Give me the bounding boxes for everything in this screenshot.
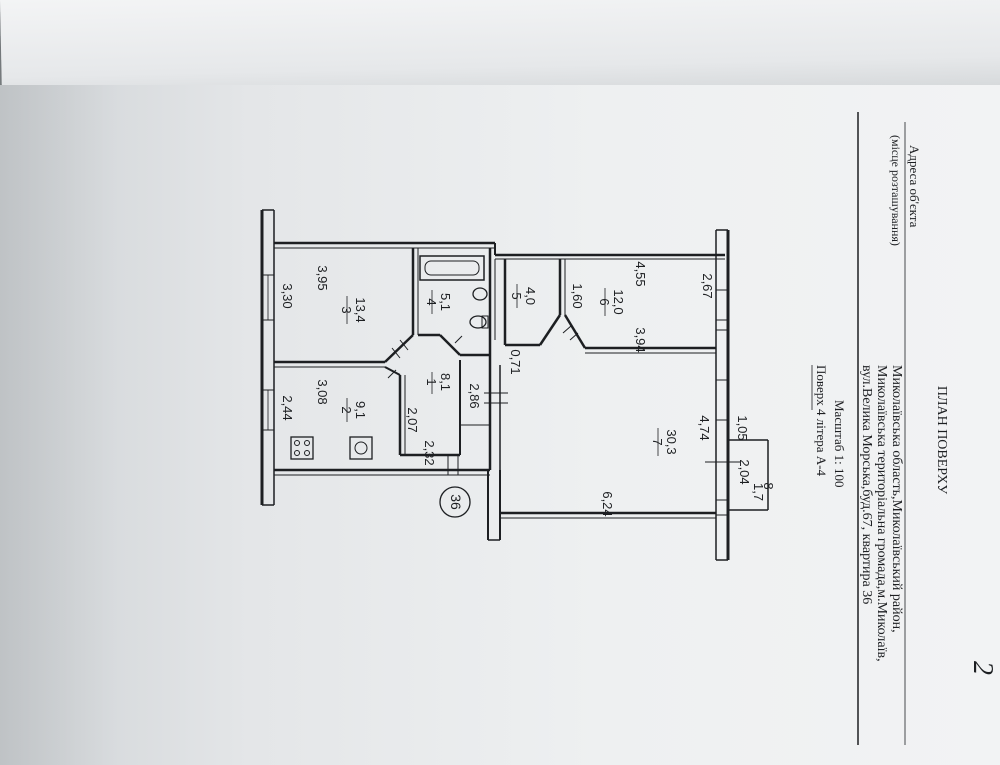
- room-labels: 3 13,4 2 9,1 4 5,1 1 8,1 5 4,0 6 12,0 7 …: [339, 284, 776, 501]
- room-6-area: 12,0: [611, 289, 626, 314]
- location-label-group: (місце розташування): [889, 135, 903, 246]
- room-8-number: 8: [761, 482, 776, 489]
- page-shadow: [0, 85, 120, 765]
- dimension-labels: 3,95 3,30 3,08 2,44 2,07 2,32 2,86 1,60 …: [280, 261, 752, 516]
- address-line-3-group: вул.Велика Морська,буд.67, квартира 36: [859, 365, 874, 604]
- address-label: Адреса об'єкта: [907, 145, 922, 228]
- dim-2-32: 2,32: [422, 440, 437, 465]
- sink-icon: [472, 287, 488, 301]
- dim-3-94: 3,94: [633, 327, 648, 352]
- scale-group: Масштаб 1: 100: [832, 400, 847, 487]
- room-4-area: 5,1: [438, 293, 453, 311]
- plan-title: ПЛАН ПОВЕРХУ: [934, 386, 949, 494]
- dim-3-08: 3,08: [315, 379, 330, 404]
- room-5-number: 5: [509, 292, 524, 299]
- wall-outline: [260, 209, 769, 561]
- apartment-number-circle: [439, 486, 471, 518]
- dim-0-71: 0,71: [508, 349, 523, 374]
- sink-kitchen-icon: [349, 436, 373, 460]
- toilet-icon: [469, 315, 489, 329]
- page-number-group: 2: [967, 661, 998, 675]
- room-5-area: 4,0: [523, 287, 538, 305]
- room-3-area: 13,4: [353, 297, 368, 322]
- room-4-number: 4: [424, 298, 439, 305]
- apartment-number-group: 36: [448, 494, 464, 510]
- room-6-number: 6: [597, 298, 612, 305]
- dim-3-30: 3,30: [280, 283, 295, 308]
- room-1-area: 8,1: [438, 373, 453, 391]
- room-3-number: 3: [339, 306, 354, 313]
- plan-title-group: ПЛАН ПОВЕРХУ: [934, 386, 949, 494]
- address-line-1: Миколаївська область,Миколаївський район…: [889, 365, 904, 633]
- room-8-area: 1,7: [751, 483, 766, 501]
- room-7-area: 30,3: [664, 429, 679, 454]
- address-block: Миколаївська область,Миколаївський район…: [889, 365, 904, 633]
- address-line-3: вул.Велика Морська,буд.67, квартира 36: [859, 365, 874, 604]
- apartment-number: 36: [448, 494, 464, 510]
- room-7-number: 7: [650, 438, 665, 445]
- room-2-area: 9,1: [353, 401, 368, 419]
- dim-1-05: 1,05: [735, 415, 750, 440]
- dim-2-07: 2,07: [405, 407, 420, 432]
- dim-4-55: 4,55: [633, 261, 648, 286]
- room-2-number: 2: [339, 406, 354, 413]
- address-line-2: Миколаївська територіальна громада,м.Мик…: [874, 365, 889, 662]
- dim-2-04: 2,04: [737, 459, 752, 484]
- dim-2-44: 2,44: [280, 395, 295, 420]
- dim-3-95: 3,95: [315, 265, 330, 290]
- page-number: 2: [967, 661, 998, 675]
- address-label-group: Адреса об'єкта: [907, 145, 922, 228]
- scale-label: Масштаб 1: 100: [832, 400, 847, 487]
- floor-line-group: Поверх 4 літера А-4: [814, 365, 829, 477]
- location-label: (місце розташування): [889, 135, 903, 246]
- dim-6-24: 6,24: [600, 491, 615, 516]
- address-line-2-group: Миколаївська територіальна громада,м.Мик…: [874, 365, 889, 662]
- stove-icon: [290, 436, 314, 460]
- floor-line: Поверх 4 літера А-4: [814, 365, 829, 477]
- bathtub-icon: [419, 255, 485, 281]
- dim-2-86: 2,86: [467, 383, 482, 408]
- dim-2-67: 2,67: [700, 273, 715, 298]
- dim-1-60: 1,60: [570, 283, 585, 308]
- dim-4-74: 4,74: [697, 415, 712, 440]
- room-1-number: 1: [424, 378, 439, 385]
